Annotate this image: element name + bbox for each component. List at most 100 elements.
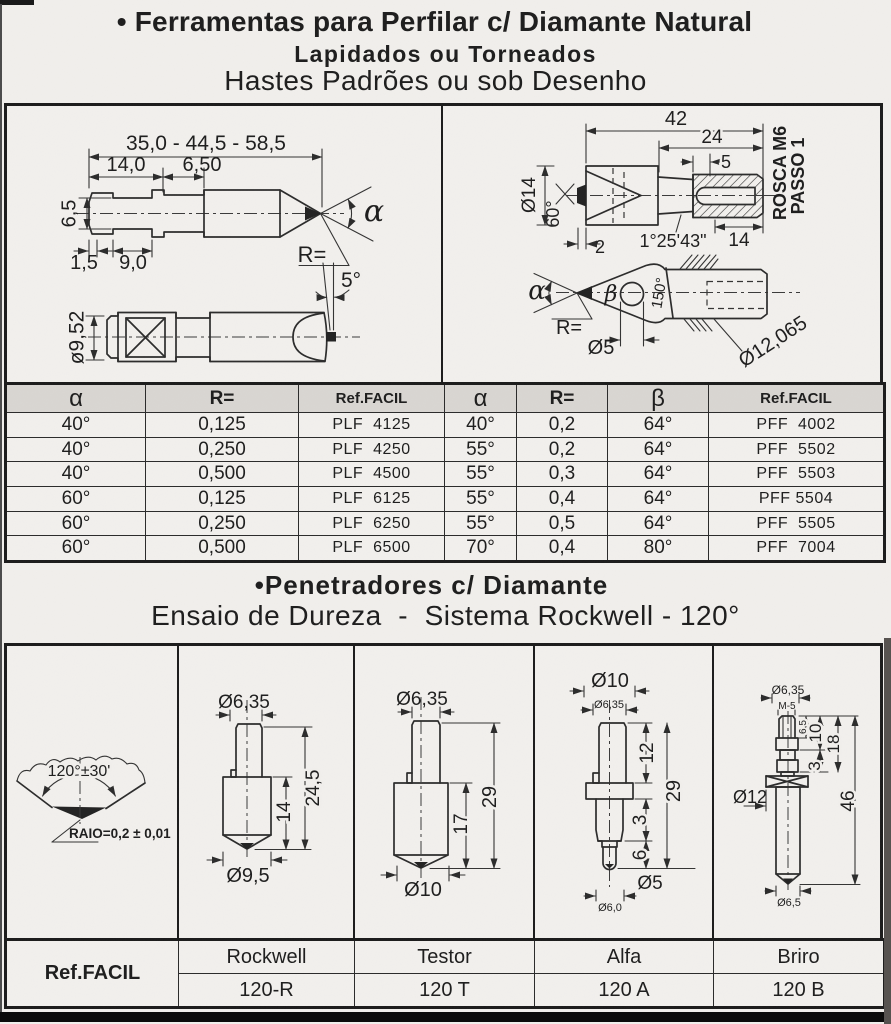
penetrator-reference-table: Ref.FACIL Rockwell Testor Alfa Briro 120… [4,938,886,1009]
angle60-label: 60° [543,200,563,227]
section2-title: •Penetradores c/ Diamante [254,570,609,600]
cell: 0,4 [516,486,608,512]
radius-label: R= [298,242,327,267]
cell: 55° [444,436,517,463]
rockwell-len245: 24,5 [303,770,324,807]
scan-speck [0,0,34,5]
cell: PFF 5502 [708,436,885,463]
table1-header-alpha2: α [444,382,517,413]
briro-m5: M-5 [778,701,796,712]
dia952-label: ø9,52 [66,311,89,365]
page-title: • Ferramentas para Perfilar c/ Diamante … [116,6,753,37]
alfa-len3: 3 [630,815,651,826]
taper-label: 1°25'43" [639,231,706,251]
table1-header-row: α R= Ref.FACIL α R= β Ref.FACIL [5,382,885,413]
drawing-testor: Ø6,35 17 29 Ø10 [380,689,504,901]
briro-dia65: Ø6,5 [777,897,801,909]
drawing-profiler: α R= 5° 35,0 - 44,5 - 58,5 14,0 6,50 6,5… [59,132,385,365]
dia65-label: 6,5 [59,200,81,228]
cell: 60° [5,535,146,563]
drawing-briro: Ø6,35 M-5 6,5 10 3 18 46 Ø12 [733,683,862,909]
alfa-dia60: Ø6,0 [598,902,622,914]
cell: 0,125 [145,486,299,512]
cell: 55° [444,510,517,537]
cell: 64° [607,510,709,537]
table2-code-testor: 120 T [354,973,535,1008]
scan-edge-strip [884,638,891,1024]
passo-label: PASSO 1 [788,138,808,215]
rockwell-len14: 14 [274,801,295,823]
cell: PFF 5504 [708,486,885,512]
table1-header-ref1: Ref.FACIL [298,382,445,413]
cell: PLF 6500 [298,535,445,563]
rosca-label: ROSCA M6 [770,126,790,220]
cell: 0,125 [145,412,299,438]
testor-dia-bot: Ø10 [404,879,442,901]
alpha-label: α [364,194,384,229]
testor-len17: 17 [451,813,472,834]
briro-len18: 18 [824,735,843,754]
angle150-label: 150° [648,276,670,310]
table2-code-rockwell: 120-R [178,973,355,1008]
table2-ref-label: Ref.FACIL [5,939,179,1008]
profiler-reference-table: α R= Ref.FACIL α R= β Ref.FACIL 40° 0,12… [4,382,886,564]
alpha2-label: α [528,276,546,306]
len42-label: 42 [665,108,687,130]
cell: 0,250 [145,436,299,463]
cell: 40° [5,461,146,488]
cell: 40° [5,412,146,438]
cone-angle-label: 120°±30' [48,763,111,780]
cell: 0,500 [145,535,299,563]
cell: PLF 4125 [298,412,445,438]
drawing-alfa: Ø10 Ø6,35 12 3 6 29 Ø5 Ø6,0 [569,670,696,914]
cell: 0,2 [516,436,608,463]
cell: 60° [5,486,146,512]
beta-label: β [604,282,618,307]
cell: PFF 5505 [708,510,885,537]
cell: 70° [444,535,517,563]
briro-dia635: Ø6,35 [772,683,805,697]
table1-row: 60° 0,125 PLF 6125 55° 0,4 64° PFF 5504 [5,486,885,512]
alfa-dia635: Ø6,35 [594,699,624,711]
cell: 0,500 [145,461,299,488]
cell: PLF 6250 [298,510,445,537]
cell: 40° [444,412,517,438]
len15-label: 1,5 [70,252,98,274]
cell: PFF 5503 [708,461,885,488]
alfa-dia10: Ø10 [591,670,629,692]
briro-dia12: Ø12 [733,787,767,807]
scan-left-edge [0,4,2,1012]
cell: PLF 4500 [298,461,445,488]
cell: 64° [607,436,709,463]
alfa-len6: 6 [630,850,651,861]
table2-name-briro: Briro [713,939,885,974]
len2-label: 2 [595,237,605,257]
table2-code-alfa: 120 A [534,973,714,1008]
table1-header-r1: R= [145,382,299,413]
cell: 80° [607,535,709,563]
cell: 0,2 [516,412,608,438]
len14-label: 14,0 [107,154,146,176]
table2-name-rockwell: Rockwell [178,939,355,974]
alfa-len12: 12 [637,742,658,763]
len90-label: 9,0 [119,252,147,274]
cell: 64° [607,486,709,512]
cone-raio-label: RAIO=0,2 ± 0,01 [69,826,171,841]
angle5-label: 5° [341,269,361,292]
cell: 55° [444,486,517,512]
table1-row: 60° 0,250 PLF 6250 55° 0,5 64° PFF 5505 [5,510,885,537]
table1-row: 40° 0,500 PLF 4500 55° 0,3 64° PFF 5503 [5,461,885,488]
len5-label: 5 [721,152,731,172]
len14b-label: 14 [728,230,750,251]
briro-len3: 3 [805,761,824,770]
table1-row: 40° 0,125 PLF 4125 40° 0,2 64° PFF 4002 [5,412,885,438]
table2-names-row: Ref.FACIL Rockwell Testor Alfa Briro [5,939,885,1008]
cell: 60° [5,510,146,537]
briro-len46: 46 [838,790,859,811]
testor-len29: 29 [479,786,501,808]
dia12065-label: Ø12,065 [735,312,811,372]
cell: 0,250 [145,510,299,537]
rockwell-dia-bot: Ø9,5 [226,865,269,887]
page-subtitle-2: Hastes Padrões ou sob Desenho [224,65,647,96]
page-subtitle-1: Lapidados ou Torneados [294,41,597,67]
